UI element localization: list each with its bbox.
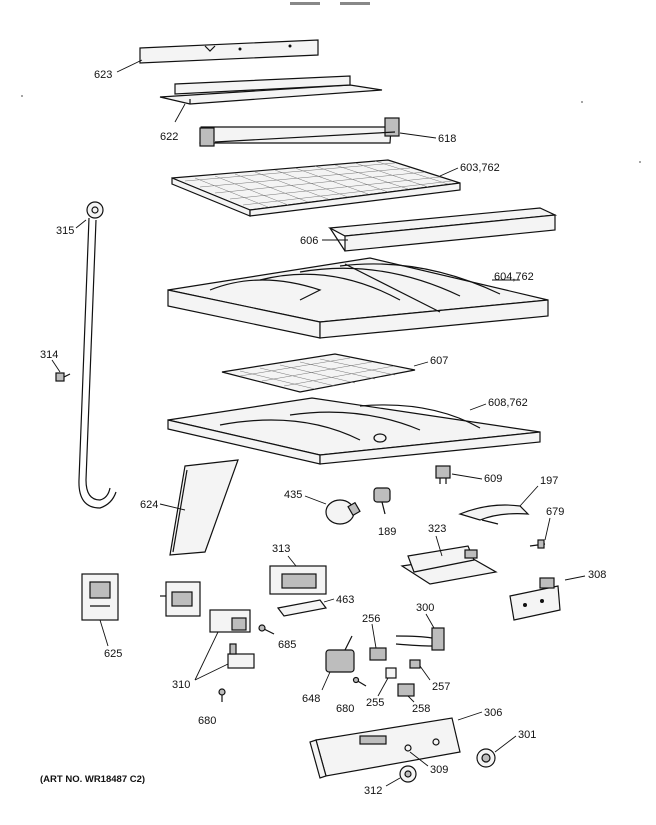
scan-specks	[21, 2, 641, 163]
callout-648: 648	[302, 693, 320, 705]
part-603-shelf	[171, 159, 461, 217]
callout-618: 618	[438, 133, 456, 145]
part-608-cover	[167, 397, 541, 465]
part-609-connector	[435, 465, 451, 484]
callout-323: 323	[428, 523, 446, 535]
callout-625: 625	[104, 648, 122, 660]
callout-301: 301	[518, 729, 536, 741]
part-435-bulb	[325, 499, 361, 525]
part-313-box	[269, 565, 327, 595]
part-315-drain-tube	[78, 201, 117, 509]
part-680-screw-a	[352, 676, 367, 687]
part-623-strip	[139, 39, 319, 64]
callout-680-mid: 680	[336, 703, 354, 715]
callout-189: 189	[378, 526, 396, 538]
callout-313: 313	[272, 543, 290, 555]
callout-300: 300	[416, 602, 434, 614]
callout-314: 314	[40, 349, 58, 361]
art-number: (ART NO. WR18487 C2)	[40, 774, 145, 785]
part-197-bracket	[458, 504, 530, 525]
mesh-grid	[239, 357, 396, 390]
callout-258: 258	[412, 703, 430, 715]
callout-607: 607	[430, 355, 448, 367]
callout-308: 308	[588, 569, 606, 581]
part-301-knob	[476, 748, 496, 768]
callout-309: 309	[430, 764, 448, 776]
callout-435: 435	[284, 489, 302, 501]
part-679-screw	[529, 539, 546, 549]
part-257-connector	[409, 659, 421, 669]
part-625-control-box	[81, 573, 119, 621]
part-duct-damper	[160, 581, 201, 617]
part-189-socket	[373, 487, 391, 515]
part-648-thermostat	[325, 635, 355, 673]
part-624-duct	[169, 459, 239, 556]
part-618-rail	[199, 117, 400, 147]
part-310-relay-a	[209, 609, 251, 633]
callout-623: 623	[94, 69, 112, 81]
shelf-grid	[184, 160, 453, 208]
part-680-screw-b	[218, 688, 226, 702]
callout-606: 606	[300, 235, 318, 247]
part-312-knob	[399, 765, 417, 783]
callout-255: 255	[366, 697, 384, 709]
part-622-tray	[159, 75, 383, 105]
callout-604-762: 604,762	[494, 271, 534, 283]
callout-306: 306	[484, 707, 502, 719]
callout-622: 622	[160, 131, 178, 143]
callout-609: 609	[484, 473, 502, 485]
callout-603-762: 603,762	[460, 162, 500, 174]
callout-256: 256	[362, 613, 380, 625]
part-300-harness	[395, 627, 445, 651]
callout-680-left: 680	[198, 715, 216, 727]
part-308-bracket	[509, 577, 561, 621]
callout-315: 315	[56, 225, 74, 237]
callout-labels: 623 622 618 603,762 606 315 604,762 314 …	[40, 69, 606, 797]
part-604-pan	[167, 257, 549, 339]
callout-197: 197	[540, 475, 558, 487]
callout-624: 624	[140, 499, 158, 511]
part-314-clip	[55, 372, 71, 382]
part-323-tray	[400, 545, 498, 585]
callout-310: 310	[172, 679, 190, 691]
part-255-terminal	[385, 667, 397, 679]
part-606-rail	[327, 207, 558, 252]
part-256-relay	[369, 647, 387, 661]
callout-685: 685	[278, 639, 296, 651]
part-463-plate	[276, 599, 328, 617]
part-258-plug	[397, 683, 415, 697]
part-685-screw	[258, 624, 275, 635]
callout-679: 679	[546, 506, 564, 518]
callout-463: 463	[336, 594, 354, 606]
part-607-mesh	[221, 353, 416, 393]
part-306-housing	[309, 717, 461, 779]
callout-312: 312	[364, 785, 382, 797]
part-310-relay-b	[227, 643, 255, 669]
callout-257: 257	[432, 681, 450, 693]
callout-608-762: 608,762	[488, 397, 528, 409]
